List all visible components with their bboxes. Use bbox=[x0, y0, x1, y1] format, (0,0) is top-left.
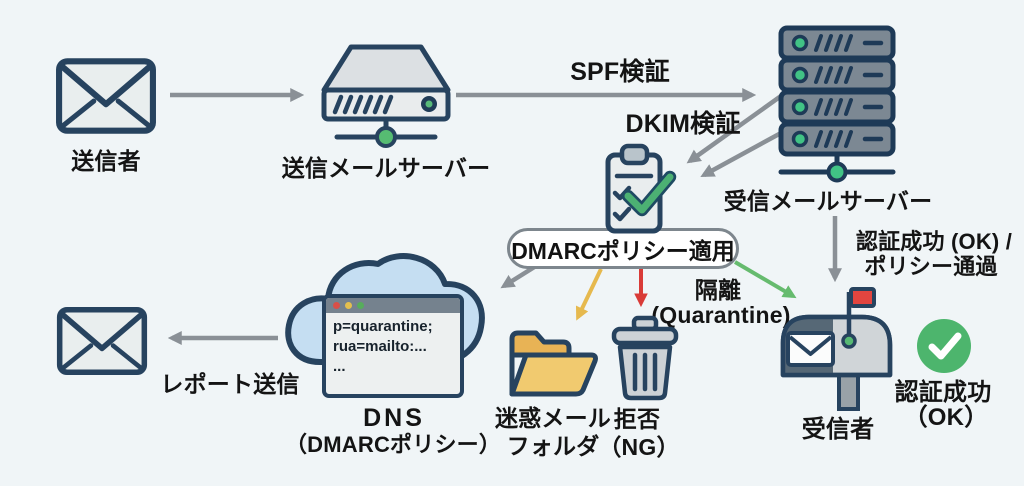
dmarc-policy-pill: DMARCポリシー適用 bbox=[507, 228, 739, 269]
dns-label-line2: （DMARCポリシー） bbox=[284, 432, 502, 457]
arrow-policy-to-spam bbox=[575, 268, 603, 321]
arrow-dkim-2 bbox=[700, 131, 783, 178]
auth-pass-label-line1: 認証成功 (OK) / bbox=[855, 229, 1013, 254]
dns-record-line-3: ... bbox=[333, 357, 346, 375]
reject-label-line1: 拒否 bbox=[613, 406, 661, 432]
auth-ok-label-line1: 認証成功 bbox=[894, 379, 992, 406]
dkim-label: DKIM検証 bbox=[625, 110, 741, 138]
outgoing-server-icon bbox=[321, 44, 451, 148]
spam-folder-label-line1: 迷惑メール bbox=[495, 405, 611, 431]
dns-record-line-2: rua=mailto:... bbox=[333, 337, 427, 355]
auth-pass-label-line2: ポリシー通過 bbox=[864, 254, 998, 279]
sender-envelope-icon bbox=[56, 58, 156, 134]
dmarc-policy-label: DMARCポリシー適用 bbox=[511, 237, 735, 264]
auth-ok-label-line2: （OK） bbox=[903, 404, 989, 431]
outgoing-server-label: 送信メールサーバー bbox=[281, 155, 491, 181]
incoming-server-icon bbox=[778, 25, 896, 183]
recipient-mailbox-icon bbox=[780, 287, 893, 411]
report-label: レポート送信 bbox=[160, 371, 300, 397]
window-titlebar bbox=[326, 298, 460, 313]
arrow-policy-to-dns bbox=[500, 264, 538, 289]
clipboard-check-icon bbox=[605, 143, 677, 234]
window-dot-green-icon bbox=[357, 302, 364, 309]
quarantine-label-line2: (Quarantine) bbox=[651, 302, 791, 328]
reject-label-line2: （NG） bbox=[598, 434, 680, 460]
incoming-server-label: 受信メールサーバー bbox=[723, 188, 933, 214]
spam-folder-label-line2: フォルダ bbox=[506, 433, 600, 459]
window-dot-yellow-icon bbox=[345, 302, 352, 309]
dns-label-line1: DNS bbox=[363, 404, 425, 432]
recipient-label: 受信者 bbox=[801, 416, 875, 443]
dns-record-line-1: p=quarantine; bbox=[333, 318, 433, 335]
dns-record-window: p=quarantine; rua=mailto:... ... bbox=[322, 294, 464, 398]
report-envelope-icon bbox=[56, 306, 148, 376]
spam-folder-icon bbox=[509, 330, 598, 397]
trash-icon bbox=[611, 315, 679, 401]
window-dot-red-icon bbox=[333, 302, 340, 309]
sender-label: 送信者 bbox=[71, 148, 141, 174]
quarantine-label-line1: 隔離 bbox=[694, 277, 742, 303]
spf-label: SPF検証 bbox=[570, 58, 670, 86]
auth-success-check-icon bbox=[917, 319, 971, 373]
